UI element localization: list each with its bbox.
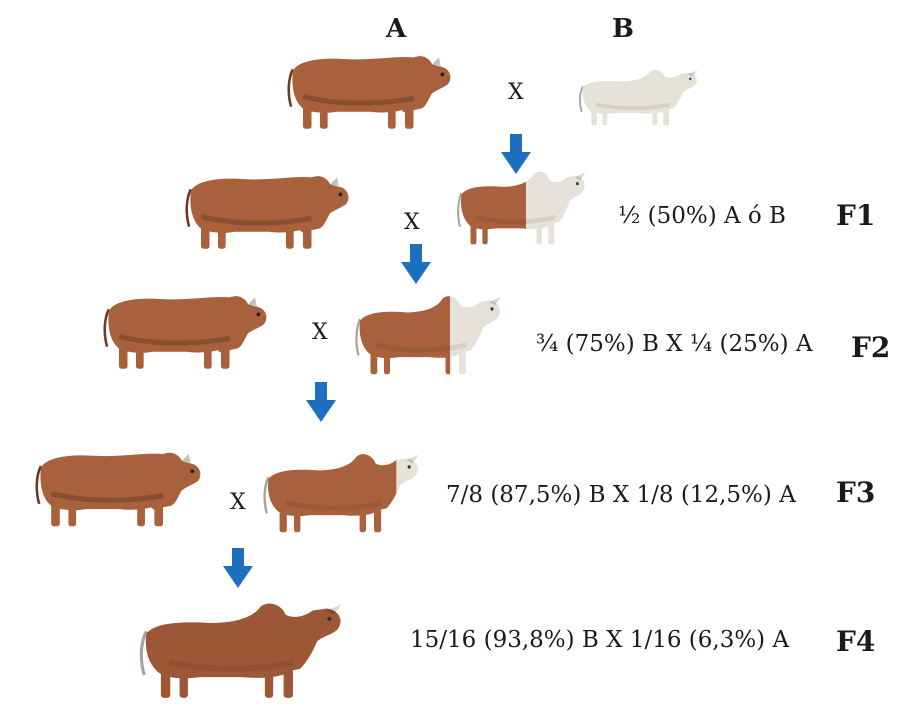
f1-ratio-text: ½ (50%) A ó B — [618, 203, 786, 229]
f3-generation-label: F3 — [836, 476, 876, 509]
f2-crossbred-image — [354, 290, 504, 376]
bull-a-image — [102, 284, 272, 372]
f2-generation-label: F2 — [851, 331, 891, 364]
f1-generation-label: F1 — [836, 199, 876, 232]
breed-a-header: A — [386, 14, 407, 44]
f4-ratio-text: 15/16 (93,8%) B X 1/16 (6,3%) A — [410, 627, 790, 653]
bull-a-image — [34, 440, 206, 530]
bull-a-image — [184, 164, 354, 252]
down-arrow-icon — [401, 244, 431, 284]
breed-b-header: B — [612, 14, 634, 44]
cross-symbol: X — [508, 80, 524, 105]
down-arrow-icon — [223, 548, 253, 588]
f3-crossbred-image — [262, 448, 422, 534]
f3-ratio-text: 7/8 (87,5%) B X 1/8 (12,5%) A — [446, 482, 796, 508]
cross-symbol: X — [312, 320, 328, 345]
cross-symbol: X — [404, 210, 420, 235]
f4-crossbred-image — [134, 596, 350, 700]
f1-crossbred-image — [456, 166, 588, 246]
f4-generation-label: F4 — [836, 625, 876, 658]
down-arrow-icon — [306, 382, 336, 422]
zebu-b-parent-image — [578, 52, 700, 140]
cross-symbol: X — [230, 490, 246, 515]
f2-ratio-text: ¾ (75%) B X ¼ (25%) A — [536, 331, 813, 357]
bull-a-parent-image — [286, 44, 456, 132]
